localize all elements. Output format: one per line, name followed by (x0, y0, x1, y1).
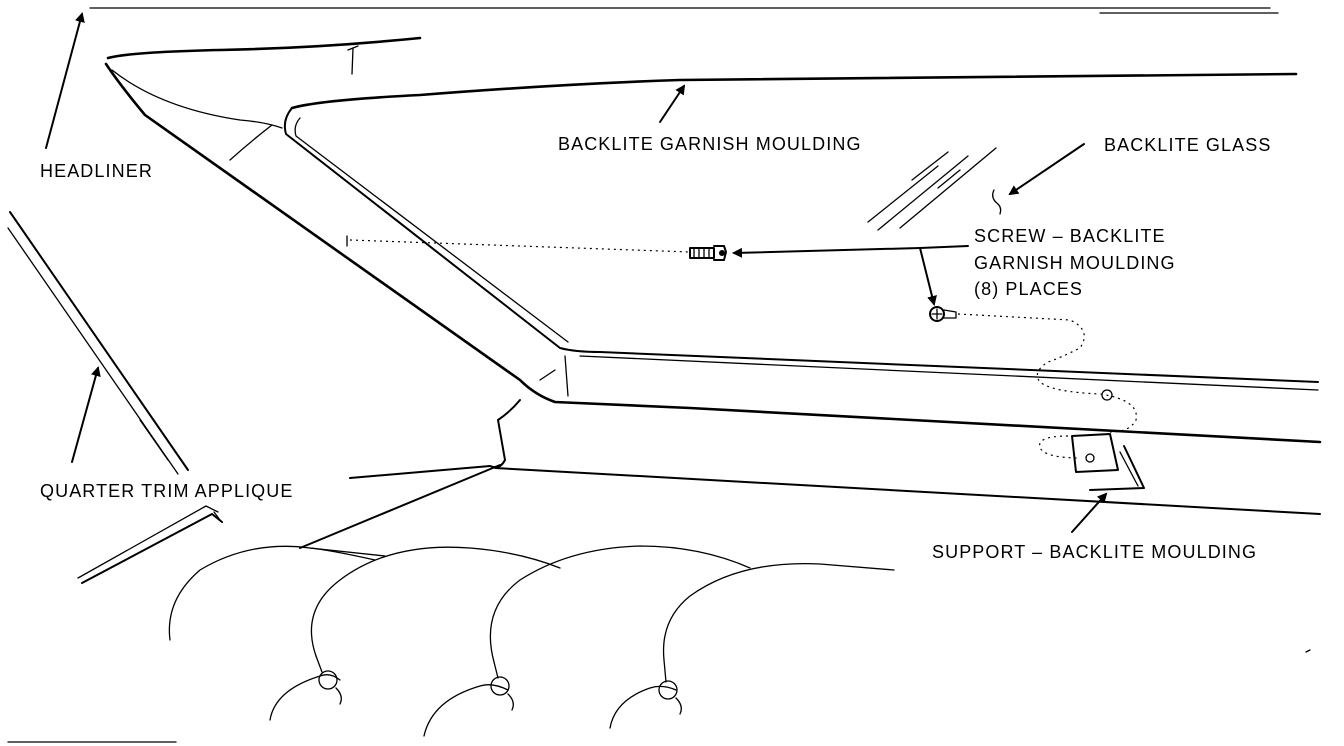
quarter-trim-applique (7, 211, 223, 584)
support-bracket (1071, 433, 1145, 491)
label-support-backlite-moulding: SUPPORT – BACKLITE MOULDING (932, 542, 1257, 562)
headliner-panel (104, 36, 1322, 444)
label-headliner: HEADLINER (40, 161, 153, 181)
screw-dashed-path (346, 235, 691, 253)
backlite-glass-hatching (867, 147, 997, 231)
stray-mark (1305, 649, 1311, 653)
label-backlite-glass: BACKLITE GLASS (1104, 135, 1271, 155)
backlite-glass-arrow (1008, 143, 1085, 196)
support-dotted-path (957, 313, 1137, 459)
label-quarter-trim-applique: QUARTER TRIM APPLIQUE (40, 481, 294, 501)
rear-seat-cushions (168, 545, 895, 737)
label-screw-line2: GARNISH MOULDING (974, 253, 1176, 273)
headliner-arrow (45, 12, 85, 149)
installed-screw-icon (929, 306, 957, 322)
label-screw-line3: (8) PLACES (974, 279, 1083, 299)
screw-icon (689, 245, 727, 261)
label-backlite-garnish-moulding: BACKLITE GARNISH MOULDING (558, 134, 862, 154)
support-arrow (1071, 492, 1108, 533)
roof-top-edge (89, 7, 1279, 14)
screw-leader-lines (732, 245, 969, 306)
garnish-moulding-arrow (659, 84, 686, 123)
glass-edge-squiggle (992, 189, 1002, 215)
package-tray-edge (299, 399, 1321, 549)
backlite-garnish-moulding-frame (283, 72, 1319, 391)
quarter-trim-arrow (71, 366, 101, 463)
label-screw-line1: SCREW – BACKLITE (974, 226, 1166, 246)
